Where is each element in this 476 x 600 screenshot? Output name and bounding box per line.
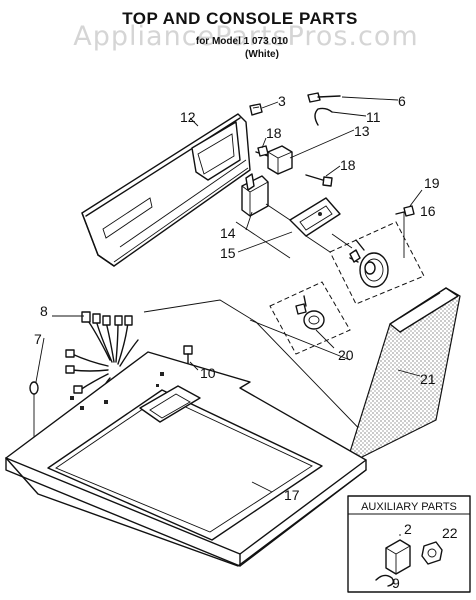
- callout-17: 17: [284, 487, 300, 503]
- callout-19: 19: [424, 175, 440, 191]
- aux-part-2: [385, 539, 411, 575]
- callout-10: 10: [200, 365, 216, 381]
- callout-11: 11: [366, 109, 381, 125]
- callout-8: 8: [40, 303, 48, 319]
- callout-16: 16: [420, 203, 436, 219]
- aux-part-22: [421, 541, 443, 565]
- screw-part-10: [183, 345, 193, 379]
- screw-part-6: [307, 92, 341, 103]
- auxiliary-parts-title: AUXILIARY PARTS: [361, 501, 457, 513]
- guide-lines: [143, 203, 373, 443]
- callout-6: 6: [398, 93, 406, 109]
- rear-panel-part-21: [349, 287, 461, 461]
- clip-part-3: [249, 103, 263, 116]
- auxiliary-parts-box: AUXILIARY PARTS 2 22 9: [347, 495, 471, 593]
- bracket-part-14: [241, 173, 269, 217]
- watermark: AppliancePartsPros.com: [73, 21, 418, 52]
- callout-14: 14: [220, 225, 236, 241]
- dryer-top-part-17: [5, 351, 367, 567]
- callout-18-right: 18: [340, 157, 356, 173]
- wiring-harness-part-8: [65, 311, 139, 401]
- grommet-part-7: [29, 381, 39, 440]
- callout-13: 13: [354, 123, 370, 139]
- variant-label: (White): [245, 49, 279, 60]
- callout-20: 20: [338, 347, 354, 363]
- callout-leaders: [35, 96, 423, 493]
- diagram-title: TOP AND CONSOLE PARTS: [122, 9, 358, 28]
- screw-part-18-upper: [257, 145, 269, 157]
- callout-12: 12: [180, 109, 196, 125]
- mounting-plate-part-15: [289, 197, 341, 237]
- screw-part-18-right: [305, 174, 333, 187]
- callout-15: 15: [220, 245, 236, 261]
- console-panel-part: [81, 113, 251, 267]
- callout-3: 3: [278, 93, 286, 109]
- callout-9: 9: [392, 575, 400, 591]
- callout-22: 22: [442, 525, 458, 541]
- callout-18-upper: 18: [266, 125, 282, 141]
- knob-assembly-part-16: [329, 221, 425, 305]
- screw-part-19: [395, 205, 415, 217]
- aux-part-9: [375, 574, 395, 587]
- callout-2: 2: [404, 521, 412, 537]
- callout-21: 21: [420, 371, 436, 387]
- callout-7: 7: [34, 331, 42, 347]
- model-subtitle: for Model 1 073 010: [196, 36, 289, 47]
- wire-clip-part-11: [314, 107, 333, 126]
- knob-assembly-part-20: [269, 281, 351, 355]
